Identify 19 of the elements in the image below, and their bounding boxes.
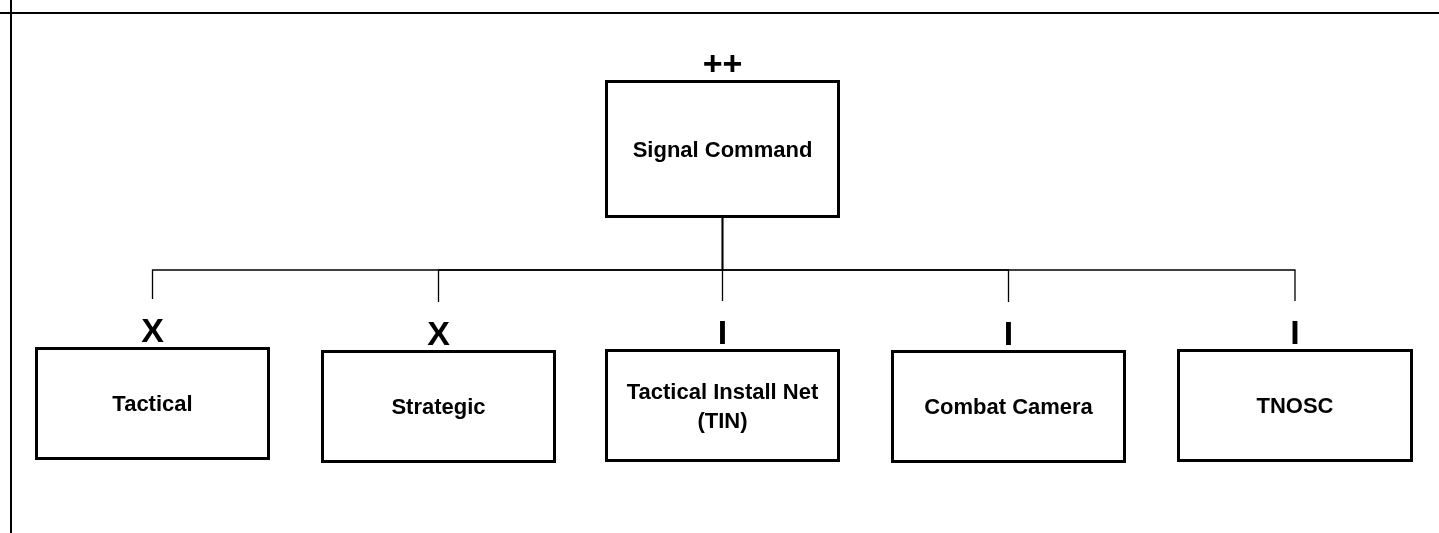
unit-size-symbol: X: [426, 316, 451, 350]
unit-box: [35, 347, 270, 460]
unit-name: Tactical: [112, 390, 193, 418]
unit-box: [321, 350, 556, 463]
unit-box: [605, 80, 840, 218]
unit-name: Combat Camera: [924, 393, 1093, 421]
unit-size-symbol: I: [1002, 316, 1015, 350]
unit-name: Strategic: [391, 393, 486, 421]
unit-size-symbol: ++: [701, 46, 744, 80]
unit-size-symbol: I: [1289, 315, 1301, 349]
unit-name: Tactical Install Net (TIN): [625, 377, 820, 435]
unit-box: [891, 350, 1126, 463]
unit-box: [1177, 349, 1413, 462]
unit-size-symbol: X: [140, 313, 165, 347]
unit-box: [605, 349, 840, 462]
unit-name: Signal Command: [632, 135, 813, 164]
unit-name: TNOSC: [1256, 392, 1334, 420]
unit-size-symbol: I: [716, 315, 729, 349]
connector-line: [721, 217, 1296, 302]
